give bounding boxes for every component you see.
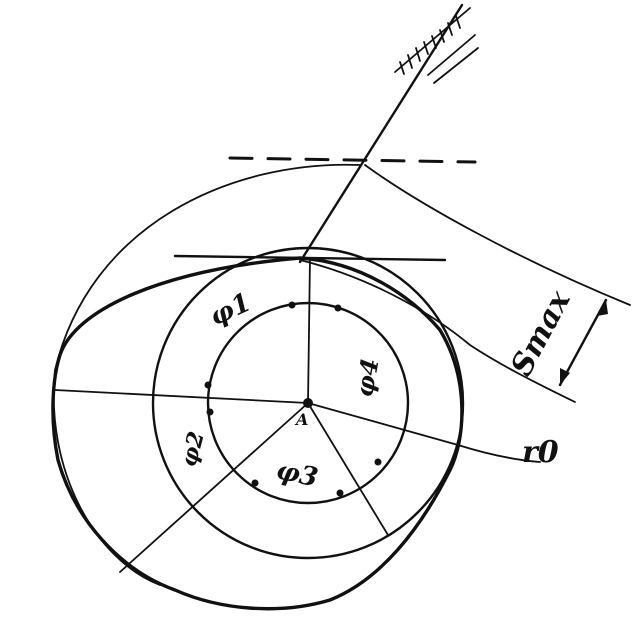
label-center: A <box>294 410 308 429</box>
r0-leader <box>457 444 541 463</box>
radial-line-right <box>307 402 459 446</box>
smax-arrow-top <box>597 300 608 316</box>
label-smax: Smax <box>504 284 578 382</box>
tangent-line <box>173 254 447 262</box>
smax-extension-lower <box>299 259 576 403</box>
label-phi4: φ4 <box>349 356 384 399</box>
follower-rod <box>298 3 464 264</box>
smax-arrow-bottom <box>560 368 570 385</box>
label-phi2: φ2 <box>176 429 210 470</box>
angle-marker <box>288 301 296 309</box>
angle-marker <box>336 489 344 497</box>
inner-circle <box>206 301 410 505</box>
radial-line-lower-left <box>119 402 309 573</box>
label-phi1: φ1 <box>205 288 255 333</box>
radial-line-left <box>54 389 309 404</box>
radial-line-lower-right <box>307 402 389 536</box>
radial-line-up <box>307 257 311 404</box>
label-r0: r0 <box>522 435 559 470</box>
angle-marker <box>204 381 212 389</box>
angle-marker <box>334 304 342 312</box>
label-phi3: φ3 <box>274 456 321 494</box>
angle-marker <box>251 479 259 487</box>
angle-marker <box>206 408 214 416</box>
outer-circle <box>52 163 361 586</box>
smax-extension-upper <box>364 164 631 306</box>
angle-marker <box>374 458 382 466</box>
follower-guide-hatch <box>394 7 479 84</box>
max-lift-dashed-line <box>228 156 477 164</box>
cam-profile <box>51 256 464 611</box>
